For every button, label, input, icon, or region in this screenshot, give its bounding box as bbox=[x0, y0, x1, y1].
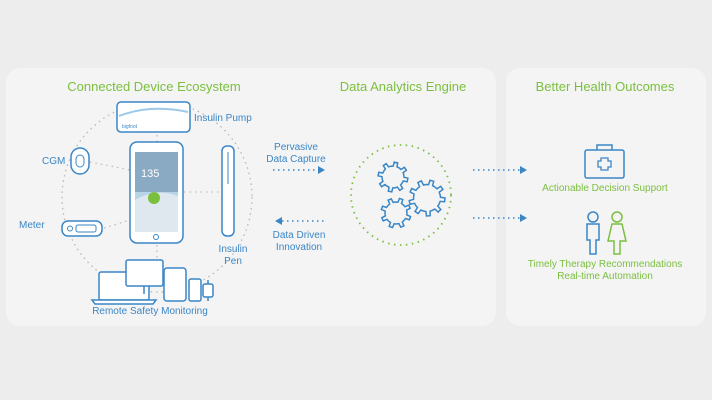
therapy-label-line1: Timely Therapy Recommendations bbox=[527, 259, 683, 270]
first-aid-kit-icon bbox=[584, 144, 625, 179]
meter-icon bbox=[61, 220, 103, 237]
insulin-pen-label-line1: Insulin bbox=[218, 244, 248, 255]
phone-reading: 135 bbox=[141, 168, 159, 180]
gears-icon bbox=[377, 161, 446, 229]
pump-brand: bigfoot bbox=[122, 124, 138, 130]
gear-icon bbox=[380, 197, 412, 229]
gear-icon bbox=[408, 179, 446, 217]
insulin-pen-icon bbox=[221, 145, 235, 237]
smartphone-icon bbox=[188, 278, 202, 302]
decision-arrow bbox=[473, 166, 527, 174]
woman-icon bbox=[607, 211, 627, 255]
watch-icon bbox=[202, 280, 214, 301]
innovation-arrow bbox=[275, 217, 326, 225]
data-capture-label: Pervasive Data Capture bbox=[266, 142, 325, 166]
insulin-pen-label: Insulin Pen bbox=[219, 244, 248, 268]
gear-icon bbox=[377, 161, 409, 193]
outcomes-panel bbox=[506, 68, 706, 326]
analytics-ring bbox=[350, 144, 452, 246]
meter-label: Meter bbox=[19, 220, 45, 231]
insulin-pen-label-line2: Pen bbox=[224, 256, 242, 267]
innovation-label: Data Driven Innovation bbox=[273, 230, 326, 254]
cgm-icon bbox=[70, 147, 90, 175]
tablet-icon bbox=[163, 267, 187, 302]
remote-monitoring-label: Remote Safety Monitoring bbox=[92, 306, 208, 317]
monitor-icon bbox=[125, 259, 164, 294]
innovation-label-line2: Innovation bbox=[275, 242, 323, 253]
ecosystem-title: Connected Device Ecosystem bbox=[67, 79, 241, 94]
analytics-title: Data Analytics Engine bbox=[339, 79, 467, 94]
data-capture-arrow bbox=[273, 166, 325, 174]
outcomes-title: Better Health Outcomes bbox=[535, 79, 675, 94]
man-icon bbox=[586, 211, 600, 255]
phone-icon: 135 bbox=[129, 141, 184, 244]
cgm-label: CGM bbox=[42, 156, 66, 167]
insulin-pump-label: Insulin Pump bbox=[194, 113, 252, 124]
data-capture-label-line1: Pervasive bbox=[274, 142, 318, 153]
data-capture-label-line2: Data Capture bbox=[266, 154, 326, 165]
insulin-pump-icon: bigfoot bbox=[116, 101, 191, 133]
therapy-arrow bbox=[473, 214, 527, 222]
therapy-label-line2: Real-time Automation bbox=[557, 271, 653, 282]
therapy-label: Timely Therapy Recommendations Real-time… bbox=[528, 259, 683, 283]
decision-support-label: Actionable Decision Support bbox=[542, 183, 668, 194]
innovation-label-line1: Data Driven bbox=[272, 230, 326, 241]
